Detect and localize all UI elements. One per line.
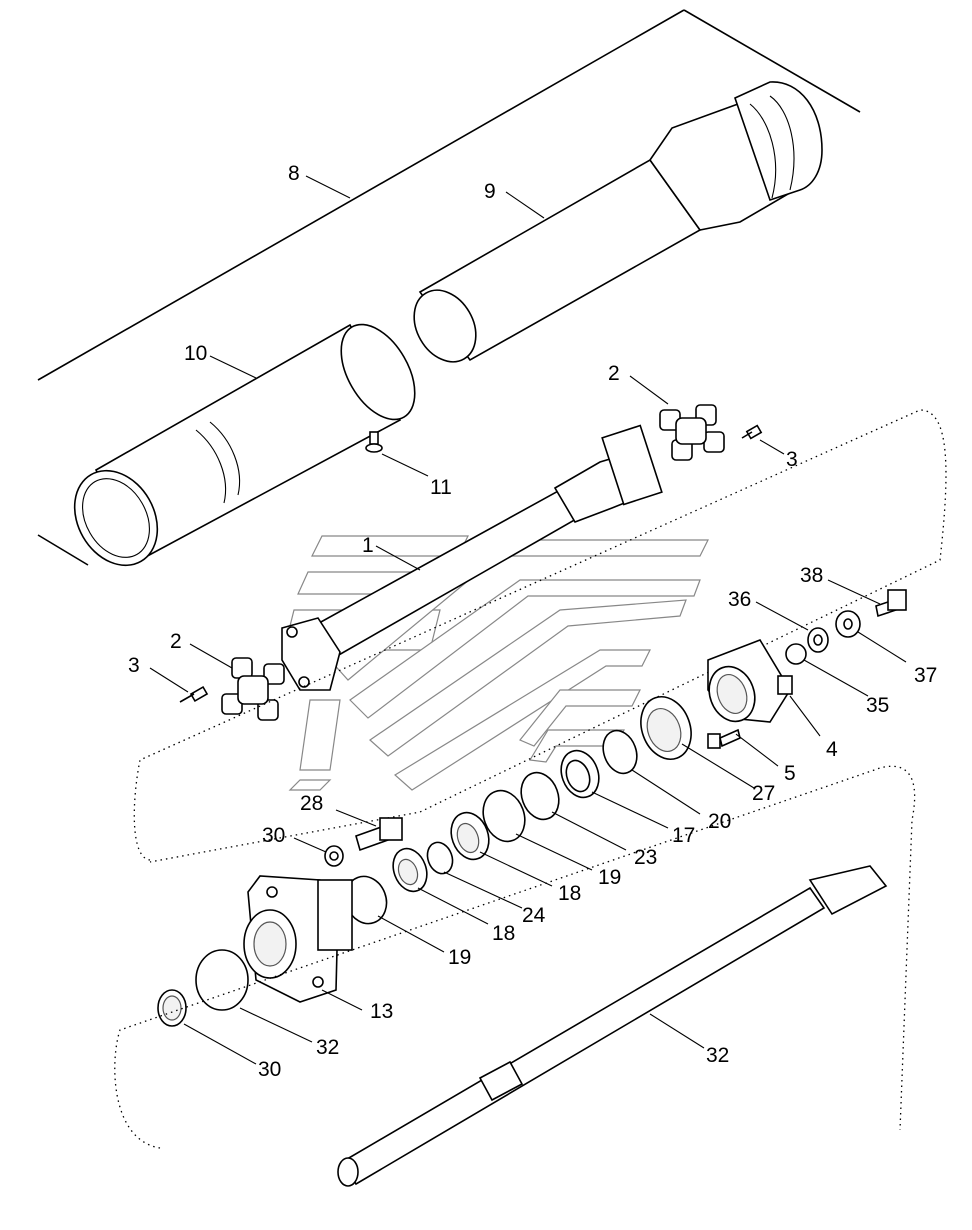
callout-2-upper: 2 [608,362,620,385]
callout-18-lower: 18 [492,922,515,945]
callout-5: 5 [784,762,796,785]
washer-36 [807,627,829,653]
grease-fitting-11 [365,431,383,453]
callout-37: 37 [914,664,937,687]
callout-25-26: 28 [300,792,323,815]
universal-joint-2-lower [221,657,285,721]
watermark-logo [283,535,709,791]
callout-11: 11 [430,476,452,499]
bearing-cup-17 [560,749,600,799]
tube-10 [73,323,416,567]
callout-1: 1 [362,534,374,557]
callout-10: 10 [184,342,207,365]
callout-30: 30 [258,1058,281,1081]
callout-18-upper: 18 [558,882,581,905]
needle-bearing-30 [157,989,187,1027]
snap-ring-20 [602,729,638,775]
callout-4: 4 [826,738,838,761]
seal-24 [640,696,692,760]
washer-37 [835,610,861,638]
callout-35: 35 [866,694,889,717]
callout-2-lower: 2 [170,630,182,653]
callout-32: 32 [316,1036,339,1059]
yoke-4 [707,639,793,723]
axle-housing-outline [37,9,861,566]
bolt-3-lower [179,685,209,703]
callout-28: 32 [706,1044,729,1067]
callout-17: 17 [672,824,695,847]
callout-8: 8 [288,162,300,185]
bearing-cone-18-upper [450,811,490,861]
callout-13: 13 [370,1000,393,1023]
callout-19-upper: 19 [598,866,621,889]
callout-20: 20 [708,810,731,833]
callout-labels: 8 9 10 11 1 2 3 2 3 38 36 37 35 4 5 27 2… [128,162,937,1081]
bolt-3-upper [741,424,763,440]
bearing-cone-18-lower [392,847,428,893]
callout-22: 23 [634,846,657,869]
o-ring-32 [195,949,249,1011]
washer-27 [324,845,344,867]
bolt-5 [707,728,741,749]
tube-9 [413,81,823,363]
callout-9: 9 [484,180,496,203]
callout-36: 36 [728,588,751,611]
leader-lines [149,175,907,1065]
bearing-cup-19-upper [482,789,526,843]
callout-19-lower: 19 [448,946,471,969]
snap-ring-23 [426,841,454,875]
axle-shaft-28 [337,865,888,1187]
callout-38: 38 [800,564,823,587]
bolt-25-26 [355,817,403,852]
callout-23: 24 [522,904,546,927]
callout-3-lower: 3 [128,654,140,677]
callout-3-upper: 3 [786,448,798,471]
flange-housing-13 [243,875,353,1003]
o-ring-35 [785,643,807,665]
assembly-boundary-lower [114,765,916,1149]
ring-22 [520,771,560,821]
callout-24: 27 [752,782,775,805]
driveshaft-1 [281,424,663,691]
bolt-38 [875,589,907,618]
callout-27: 30 [262,824,285,847]
universal-joint-2-upper [659,404,725,461]
